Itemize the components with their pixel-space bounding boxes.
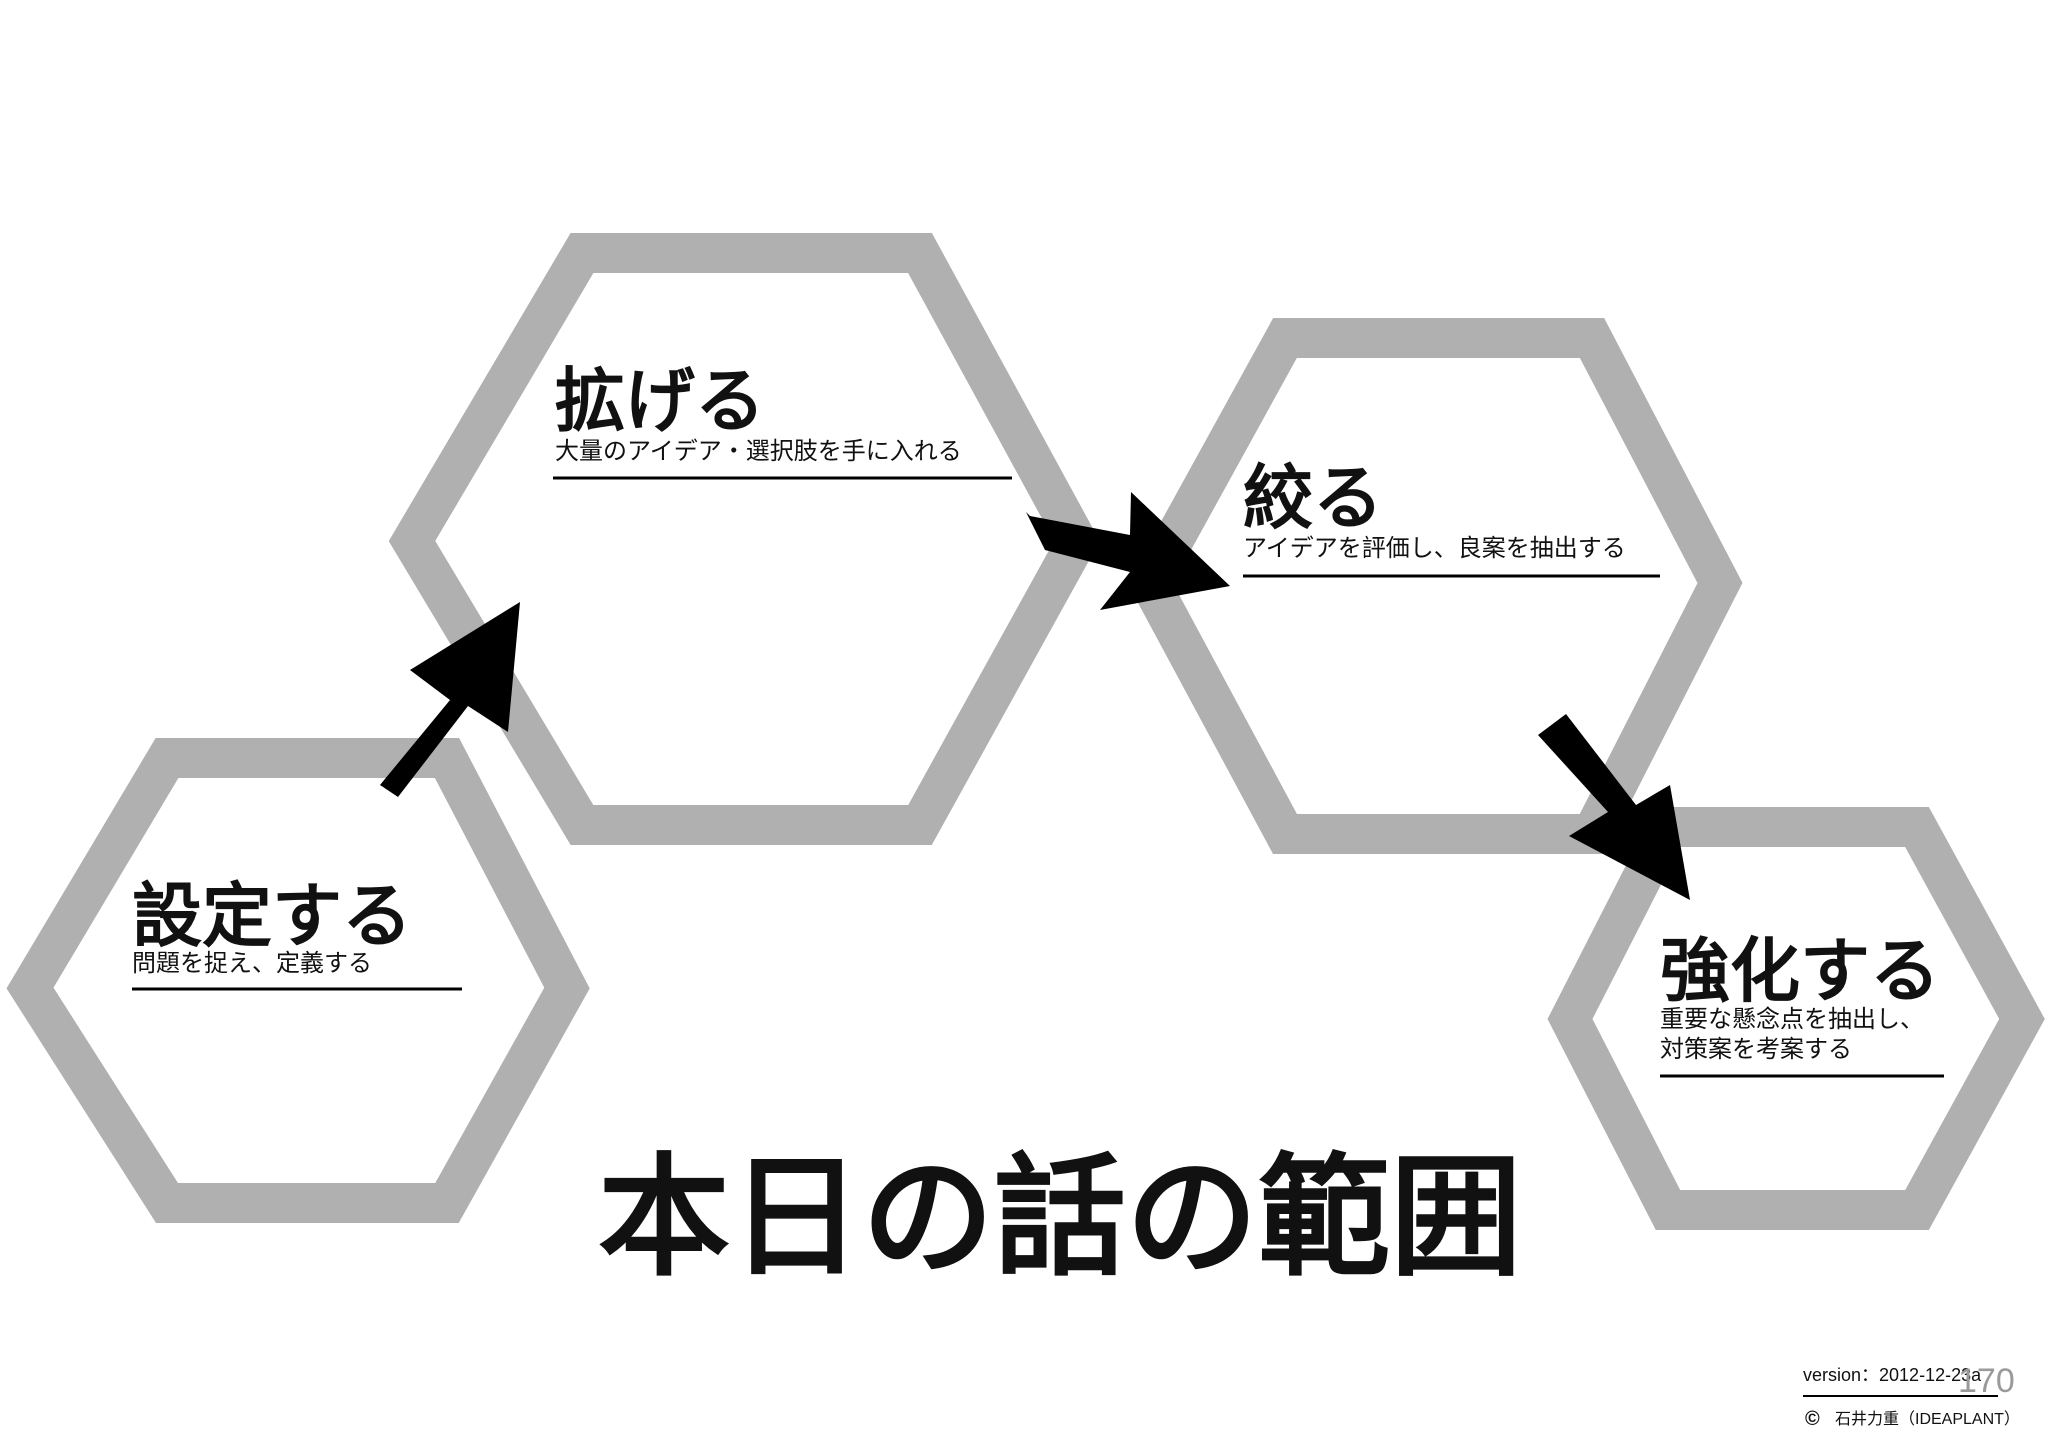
copyright-icon: © <box>1805 1408 1820 1430</box>
stage-desc: 重要な懸念点を抽出し、 <box>1660 1005 1924 1033</box>
version-label: version：2012-12-23a <box>1803 1365 1982 1385</box>
stage-desc: 対策案を考案する <box>1660 1035 1852 1063</box>
stage-define: 設定する 問題を捉え、定義する <box>132 874 462 991</box>
stage-title: 絞る <box>1243 456 1383 539</box>
stage-title: 強化する <box>1660 929 1940 1012</box>
hexagon-define <box>6 738 590 1223</box>
hexagon-expand <box>388 233 1100 845</box>
stage-title: 設定する <box>132 874 412 957</box>
footer: version：2012-12-23a © 石井力重（IDEAPLANT） 17… <box>1803 1362 2020 1430</box>
stage-desc: 問題を捉え、定義する <box>132 949 372 977</box>
page-title: 本日の話の範囲 <box>598 1140 1522 1295</box>
arrows <box>380 492 1690 900</box>
hexagon-narrow <box>1127 318 1743 854</box>
stage-desc: 大量のアイデア・選択肢を手に入れる <box>555 437 962 465</box>
stage-title: 拡げる <box>555 359 765 442</box>
stage-strengthen: 強化する 重要な懸念点を抽出し、 対策案を考案する <box>1660 929 1944 1078</box>
stage-expand: 拡げる 大量のアイデア・選択肢を手に入れる <box>553 359 1012 480</box>
page-number: 170 <box>1958 1362 2015 1400</box>
arrow-narrow-to-strengthen <box>1538 714 1690 900</box>
hexagons <box>6 233 2045 1230</box>
author-credit: 石井力重（IDEAPLANT） <box>1835 1410 2020 1428</box>
arrow-define-to-expand <box>380 602 520 797</box>
stage-narrow: 絞る アイデアを評価し、良案を抽出する <box>1243 456 1660 578</box>
stage-desc: アイデアを評価し、良案を抽出する <box>1243 534 1626 562</box>
arrow-expand-to-narrow <box>1026 492 1230 610</box>
